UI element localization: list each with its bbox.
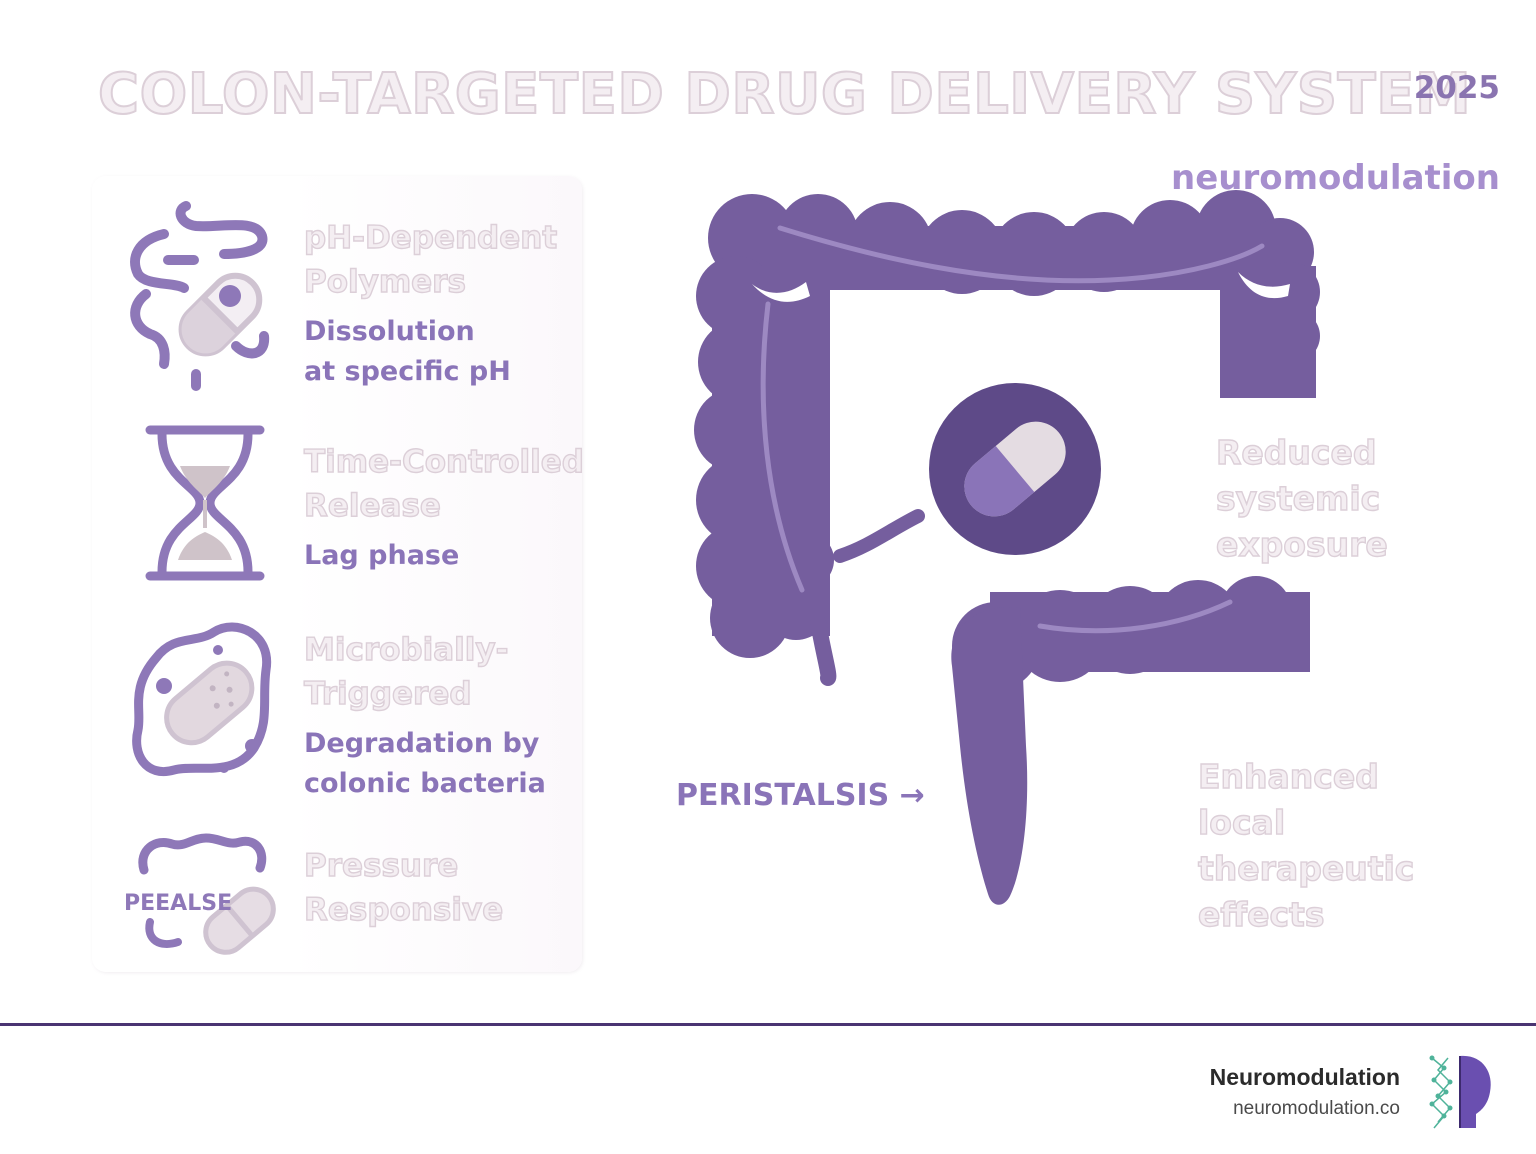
brand-logo-icon — [1424, 1052, 1504, 1132]
intestine-capsule-icon — [130, 201, 270, 391]
mechanism-pressure-heading: Pressure Responsive — [303, 847, 504, 928]
colon-illustration — [694, 190, 1320, 905]
mechanism-ph-detail: Dissolution at specific pH — [304, 316, 511, 387]
year-label: 2025 — [1413, 70, 1500, 106]
pressure-icon-text: PEEALSE — [124, 891, 232, 916]
pill-badge-icon — [929, 383, 1101, 555]
mechanism-microbial-detail: Degradation by colonic bacteria — [304, 728, 546, 799]
footer-rule — [0, 1023, 1536, 1026]
diagram-title: COLON-TARGETED DRUG DELIVERY SYSTEM — [97, 61, 1472, 128]
mechanism-time-detail: Lag phase — [304, 540, 460, 571]
pressure-capsule-icon: PEEALSE — [124, 833, 276, 955]
benefit-local: Enhanced local therapeutic effects — [1197, 756, 1415, 934]
hourglass-icon — [145, 425, 265, 581]
peristalsis-label: PERISTALSIS → — [676, 778, 925, 813]
footer-url: neuromodulation.co — [1233, 1098, 1400, 1119]
footer-brand-name: Neuromodulation — [1209, 1064, 1400, 1090]
mechanism-time-heading: Time-Controlled Release — [303, 443, 584, 524]
benefit-systemic: Reduced systemic exposure — [1215, 432, 1388, 564]
mechanism-ph-heading: pH-Dependent Polymers — [303, 219, 558, 300]
mechanism-microbial-heading: Microbially- Triggered — [303, 631, 509, 712]
bacteria-capsule-icon — [132, 622, 272, 776]
